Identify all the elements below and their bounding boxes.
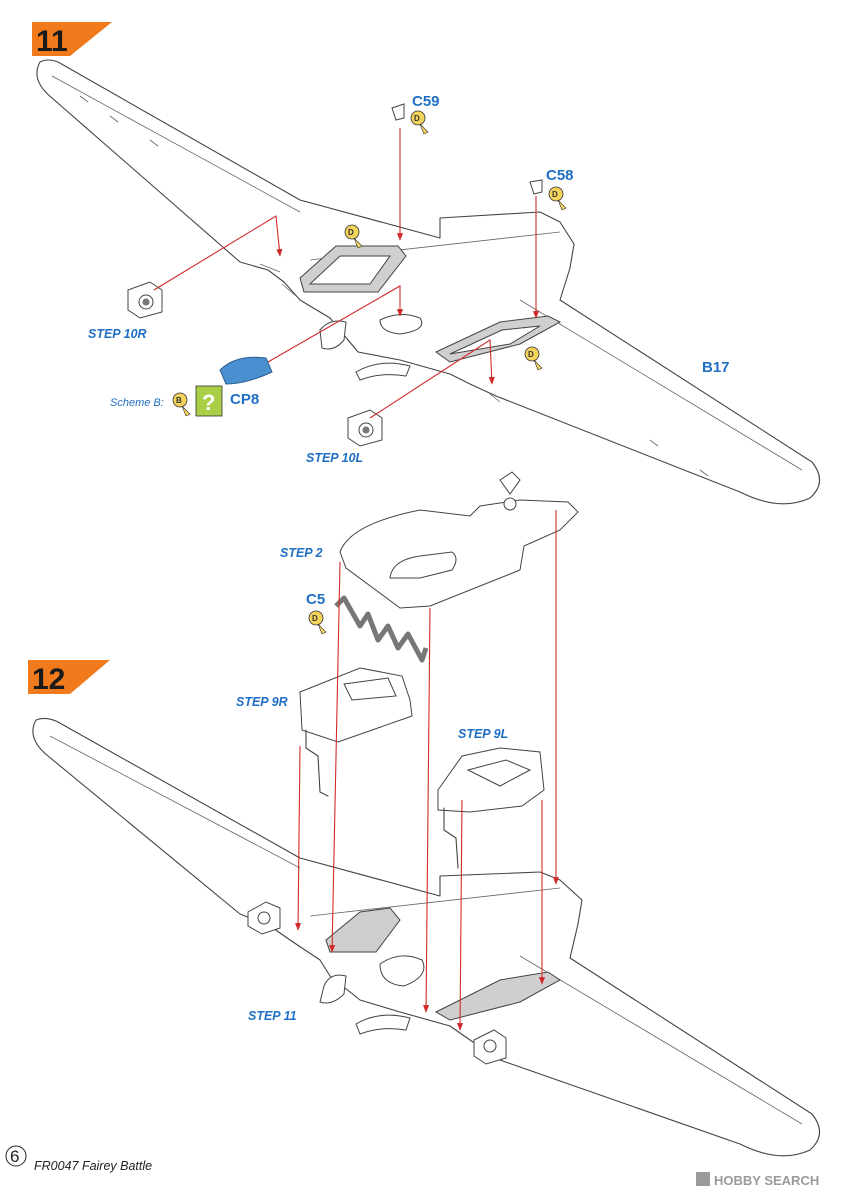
page-number: 6 xyxy=(10,1147,19,1166)
step-number: 12 xyxy=(32,663,65,696)
part-c58-group: C58 D xyxy=(529,167,574,211)
assembly-arrows-step-11 xyxy=(153,128,540,419)
step-11-badge: 11 xyxy=(32,22,112,58)
subassembly-step-10r: STEP 10R xyxy=(88,281,163,341)
svg-text:D: D xyxy=(312,614,318,623)
scheme-label: Scheme B: xyxy=(110,397,164,409)
svg-text:?: ? xyxy=(202,390,215,415)
radiator-opening xyxy=(379,314,423,335)
step-number: 11 xyxy=(36,25,68,58)
step-reference-9l: STEP 9L xyxy=(458,727,508,741)
step-badge-background xyxy=(32,22,112,56)
part-c5-icon xyxy=(334,595,429,663)
subassembly-step-2: STEP 2 xyxy=(280,471,579,609)
paint-code-d-icon: D xyxy=(308,610,327,635)
landing-gear-left-icon xyxy=(247,901,281,935)
part-label-b17: B17 xyxy=(702,359,730,376)
step-reference-11: STEP 11 xyxy=(248,1009,297,1023)
paint-code-d-icon: D xyxy=(548,186,567,211)
watermark-logo-icon xyxy=(696,1172,710,1186)
assembly-arrows-step-12 xyxy=(294,510,560,1031)
part-label-c59: C59 xyxy=(412,93,440,110)
svg-text:D: D xyxy=(552,190,558,199)
part-c5-group: C5 D xyxy=(306,591,429,663)
paint-code-d-icon: D xyxy=(410,110,429,135)
svg-text:B: B xyxy=(176,396,182,405)
part-c58-icon xyxy=(529,179,543,195)
watermark-text: HOBBY SEARCH xyxy=(714,1173,819,1188)
svg-text:D: D xyxy=(414,114,420,123)
part-c59-group: C59 D xyxy=(391,93,440,135)
step-12-aircraft-wing: STEP 11 xyxy=(32,717,821,1157)
subassembly-step-10l: STEP 10L xyxy=(306,409,383,465)
part-cp8-icon xyxy=(219,356,273,385)
svg-text:D: D xyxy=(348,228,354,237)
svg-text:D: D xyxy=(528,350,534,359)
part-label-c5: C5 xyxy=(306,591,325,608)
step-reference-10l: STEP 10L xyxy=(306,451,363,465)
paint-code-b-icon: B xyxy=(172,392,191,417)
question-mark-icon: ? xyxy=(195,385,223,417)
subassembly-step-9r: STEP 9R xyxy=(236,667,413,797)
footer-title: FR0047 Fairey Battle xyxy=(34,1159,152,1173)
part-label-c58: C58 xyxy=(546,167,574,184)
step-12-badge: 12 xyxy=(28,660,110,696)
part-c59-icon xyxy=(391,103,405,121)
gear-bay-right xyxy=(355,362,411,381)
part-label-cp8: CP8 xyxy=(230,391,259,408)
step-reference-2: STEP 2 xyxy=(280,546,323,560)
page-footer: 6 FR0047 Fairey Battle xyxy=(5,1145,152,1173)
step-reference-9r: STEP 9R xyxy=(236,695,288,709)
watermark: HOBBY SEARCH xyxy=(696,1172,819,1188)
subassembly-step-9l: STEP 9L xyxy=(437,727,545,869)
landing-gear-right-icon xyxy=(473,1029,507,1065)
part-cp8-group: CP8 Scheme B: B ? xyxy=(110,356,273,417)
step-11-aircraft-wing xyxy=(36,59,821,505)
paint-code-d-icon: D xyxy=(524,346,543,371)
step-reference-10r: STEP 10R xyxy=(88,327,147,341)
paint-code-d-icon: D xyxy=(344,224,363,249)
floor-opening xyxy=(389,551,457,579)
